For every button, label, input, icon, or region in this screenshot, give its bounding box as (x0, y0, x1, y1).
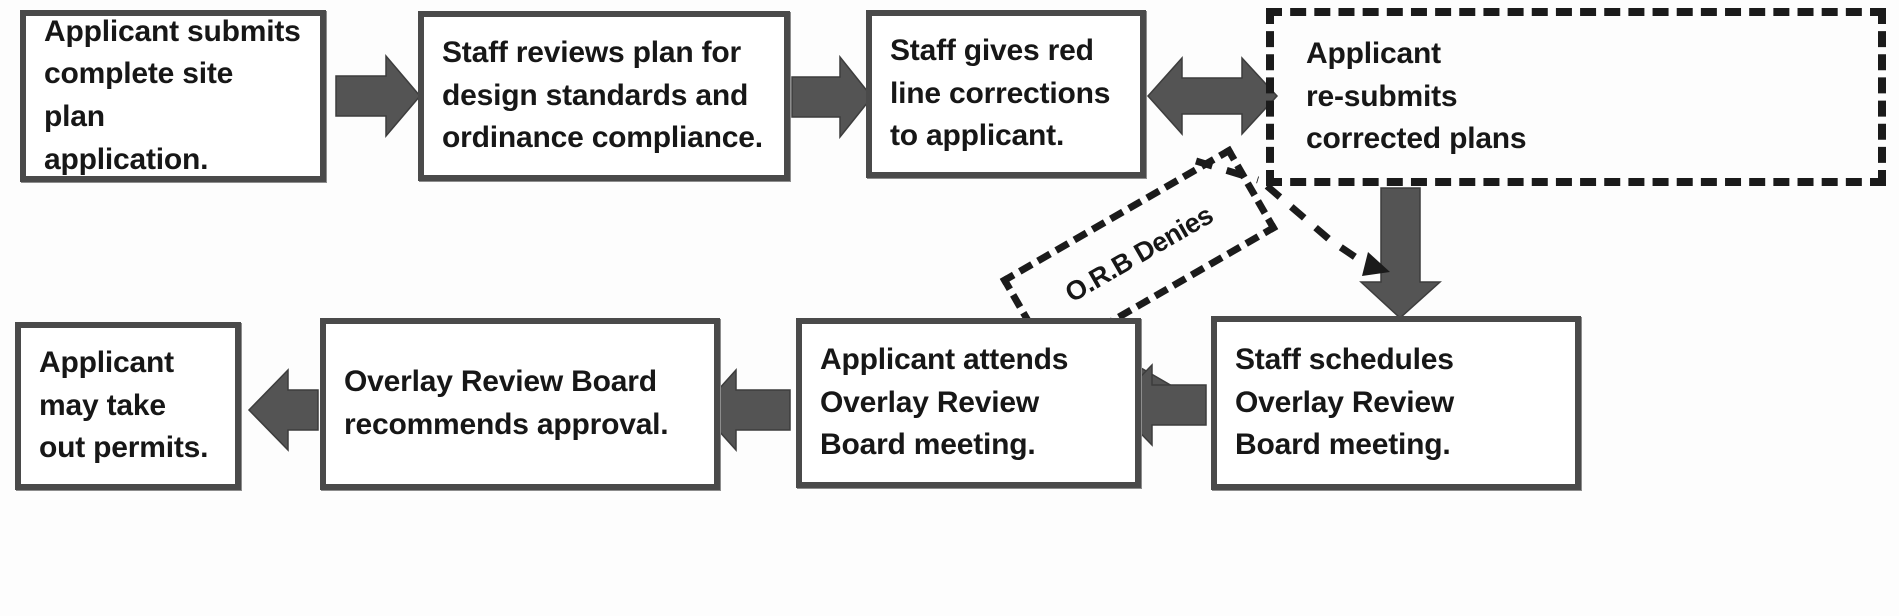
process-box-label: Applicant re-submits corrected plans (1306, 37, 1527, 156)
arrow-redline-to-resubmit (1146, 56, 1279, 136)
process-box-orb-recommends-approval[interactable]: Overlay Review Board recommends approval… (320, 318, 720, 490)
arrow-resubmit-to-schedule (1359, 187, 1442, 320)
process-box-label: Staff schedules Overlay Review Board mee… (1235, 343, 1455, 462)
process-box-applicant-attends-meeting[interactable]: Applicant attends Overlay Review Board m… (796, 318, 1141, 488)
process-box-label: Overlay Review Board recommends approval… (344, 365, 669, 441)
process-box-label: Applicant submits complete site plan app… (44, 14, 301, 176)
process-box-label: Applicant may take out permits. (39, 346, 209, 465)
callout-label: O.R.B Denies (1059, 199, 1218, 308)
process-box-staff-schedules-meeting[interactable]: Staff schedules Overlay Review Board mee… (1211, 316, 1581, 490)
process-box-red-line-corrections[interactable]: Staff gives red line corrections to appl… (866, 10, 1146, 178)
process-box-label: Staff reviews plan for design standards … (442, 36, 763, 155)
process-box-label: Staff gives red line corrections to appl… (890, 34, 1111, 153)
dashed-border (1266, 8, 1886, 186)
arrow-submit-to-review (335, 53, 421, 139)
process-box-staff-reviews-plan[interactable]: Staff reviews plan for design standards … (418, 11, 790, 181)
process-box-label: Applicant attends Overlay Review Board m… (820, 343, 1069, 462)
arrow-review-to-redline (791, 54, 873, 140)
process-box-submit-application[interactable]: Applicant submits complete site plan app… (20, 10, 326, 182)
process-box-take-out-permits[interactable]: Applicant may take out permits. (15, 322, 241, 490)
arrow-recommends-to-permits (247, 368, 319, 452)
process-box-resubmit-corrected-plans[interactable]: Applicant re-submits corrected plans (1266, 8, 1886, 186)
